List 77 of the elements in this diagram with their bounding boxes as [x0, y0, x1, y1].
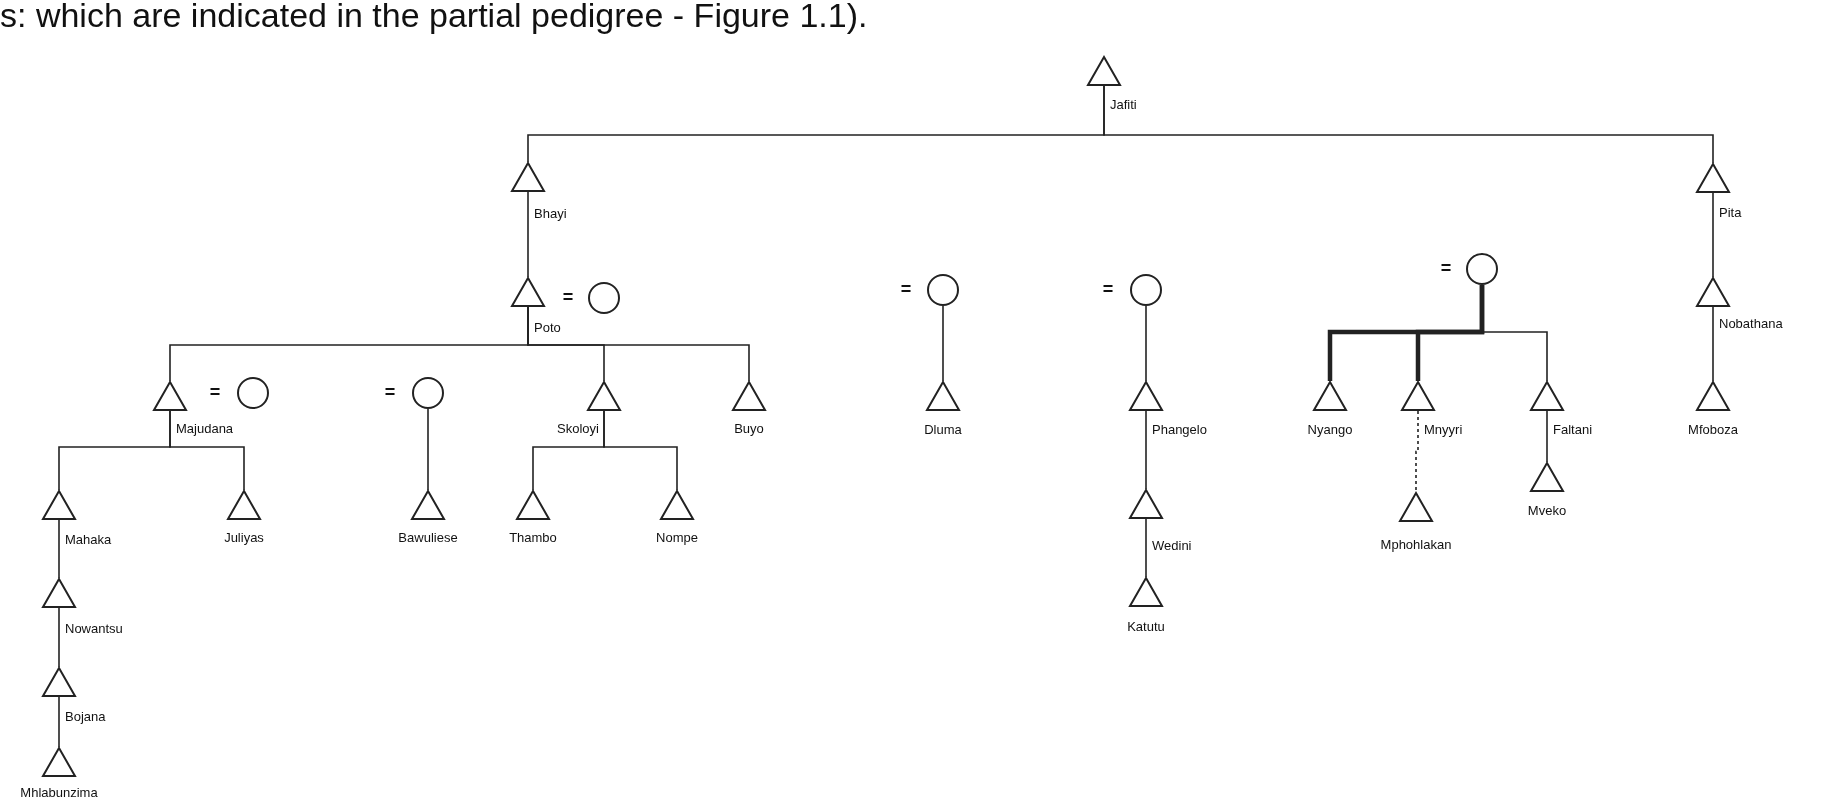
marriage-sign: =	[1102, 280, 1114, 298]
person-entry	[1696, 163, 1742, 220]
marriage-sign: =	[900, 280, 912, 298]
person-name: Pita	[1719, 204, 1742, 220]
descent-line	[1145, 410, 1147, 490]
person-name: Mfoboza	[1688, 421, 1738, 437]
person-entry	[732, 381, 766, 436]
person-entry	[1127, 577, 1165, 634]
person-name: Mphohlakan	[1380, 536, 1452, 552]
person-name: Mhlabunzima	[20, 784, 98, 800]
person-name: Nowantsu	[65, 620, 123, 636]
person-name: Katutu	[1127, 618, 1165, 634]
person-name: Bojana	[65, 708, 106, 724]
person-entry	[1307, 381, 1353, 437]
descent-line	[527, 306, 750, 382]
person-entry	[224, 490, 264, 545]
descent-line	[427, 408, 429, 491]
person-name: Skoloyi	[557, 420, 599, 436]
person-name: Poto	[534, 319, 561, 335]
person-entry	[153, 381, 234, 436]
descent-line	[1145, 305, 1147, 382]
person-name: Juliyas	[224, 529, 264, 545]
person-name: Nompe	[656, 529, 698, 545]
person-name: Bawuliese	[398, 529, 458, 545]
person-name: Wedini	[1152, 537, 1192, 553]
person-entry	[1527, 462, 1567, 518]
person-name: Jafiti	[1110, 96, 1137, 112]
person-entry	[1696, 277, 1783, 331]
descent-line	[58, 607, 60, 668]
person-entry	[557, 381, 621, 436]
marriage-sign: =	[384, 383, 396, 401]
person-entry	[398, 490, 458, 545]
person-name: Bhayi	[534, 205, 567, 221]
person-entry	[1401, 381, 1463, 437]
person-entry	[509, 490, 557, 545]
descent-line	[169, 410, 245, 491]
person-entry	[1380, 492, 1452, 552]
person-entry	[924, 381, 962, 437]
person-name: Buyo	[734, 420, 764, 436]
person-name: Mnyyri	[1424, 421, 1463, 437]
person-entry	[1688, 381, 1738, 437]
descent-line	[58, 696, 60, 748]
person-entry	[511, 162, 567, 221]
marriage-sign: =	[209, 383, 221, 401]
person-entry	[42, 578, 123, 636]
person-entry	[1087, 56, 1137, 112]
descent-line	[1415, 285, 1485, 381]
person-entry	[1129, 489, 1192, 553]
person-name: Dluma	[924, 421, 962, 437]
person-entry	[511, 277, 561, 335]
person-name: Majudana	[176, 420, 234, 436]
descent-line	[1546, 410, 1548, 463]
person-name: Nyango	[1307, 421, 1353, 437]
person-entry	[1129, 381, 1207, 437]
descent-line	[1712, 192, 1714, 278]
descent-line	[1145, 518, 1147, 578]
person-entry	[42, 490, 112, 547]
person-entry	[1530, 381, 1593, 437]
caption-text: s: which are indicated in the partial pedigree - Figure 1.1).	[0, 0, 868, 35]
person-name: Nobathana	[1719, 315, 1783, 331]
marriage-sign: =	[1440, 259, 1452, 277]
descent-line	[58, 519, 60, 579]
descent-line	[527, 191, 529, 278]
person-name: Mahaka	[65, 531, 112, 547]
person-entry	[42, 667, 106, 724]
person-entry	[20, 747, 98, 800]
person-name: Thambo	[509, 529, 557, 545]
marriage-sign: =	[562, 288, 574, 306]
descent-line	[1415, 410, 1419, 493]
person-name: Phangelo	[1152, 421, 1207, 437]
descent-line	[1103, 85, 1714, 164]
person-entry	[656, 490, 698, 545]
descent-line	[603, 410, 678, 491]
descent-line	[942, 305, 944, 382]
descent-line	[1712, 306, 1714, 382]
person-name: Mveko	[1527, 502, 1567, 518]
person-name: Faltani	[1553, 421, 1593, 437]
